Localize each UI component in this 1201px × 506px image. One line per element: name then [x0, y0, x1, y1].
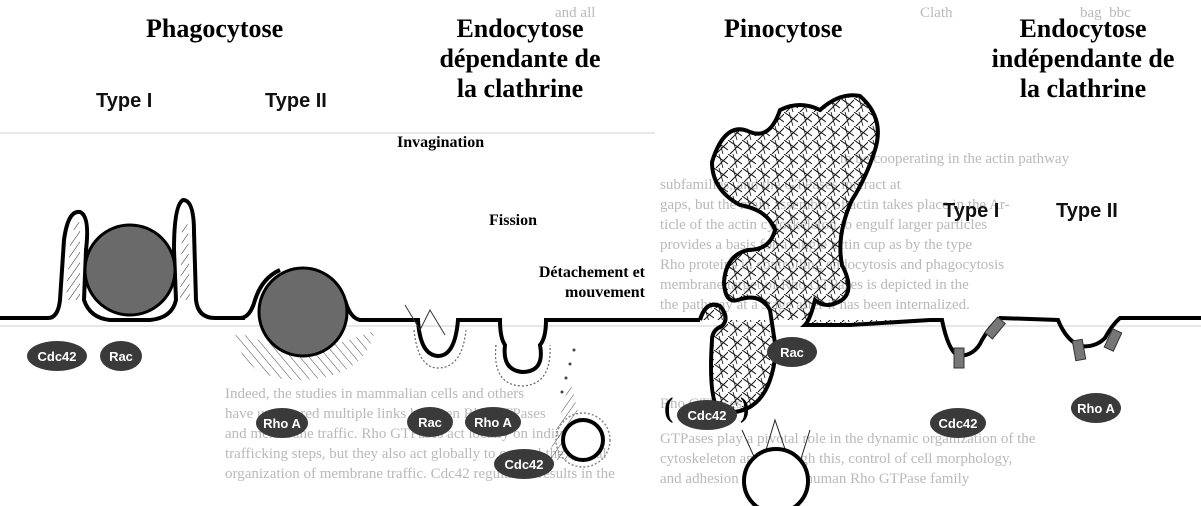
title-endocytose-clathrine: Endocytose dépendante de la clathrine: [420, 14, 620, 104]
label-phago-type2: Type II: [265, 90, 327, 113]
label-fission: Fission: [489, 211, 537, 231]
clathrin-independent-shape: [930, 317, 1201, 368]
gtpase-phago-rhoa: Rho A: [256, 408, 308, 438]
title-endocytose-independante: Endocytose indépendante de la clathrine: [965, 14, 1201, 104]
paren-close: ): [740, 393, 749, 425]
gtpase-indep-rhoa: Rho A: [1071, 393, 1121, 423]
pinocytose-shape: [700, 95, 930, 506]
label-invagination: Invagination: [397, 133, 484, 153]
gtpase-indep-cdc42: Cdc42: [930, 408, 986, 438]
paren-open: (: [664, 393, 673, 425]
gtpase-clath-rhoa: Rho A: [465, 407, 521, 437]
clathrin-pathway-shape: [405, 305, 700, 467]
gtpase-phago-cdc42: Cdc42: [27, 341, 87, 371]
label-indep-type1: Type I: [943, 200, 999, 223]
title-pinocytose: Pinocytose: [724, 14, 842, 44]
title-phagocytose: Phagocytose: [146, 14, 283, 44]
label-detachement: Détachement et mouvement: [505, 263, 645, 303]
label-phago-type1: Type I: [96, 90, 152, 113]
label-indep-type2: Type II: [1056, 200, 1118, 223]
gtpase-pino-cdc42: Cdc42: [677, 400, 737, 430]
gtpase-phago-rac: Rac: [100, 341, 142, 371]
gtpase-clath-cdc42: Cdc42: [494, 449, 554, 479]
gtpase-pino-rac: Rac: [767, 337, 817, 367]
phago-type2-shape: [235, 268, 405, 380]
gtpase-clath-rac: Rac: [407, 407, 453, 437]
phago-type1-shape: [0, 200, 245, 320]
